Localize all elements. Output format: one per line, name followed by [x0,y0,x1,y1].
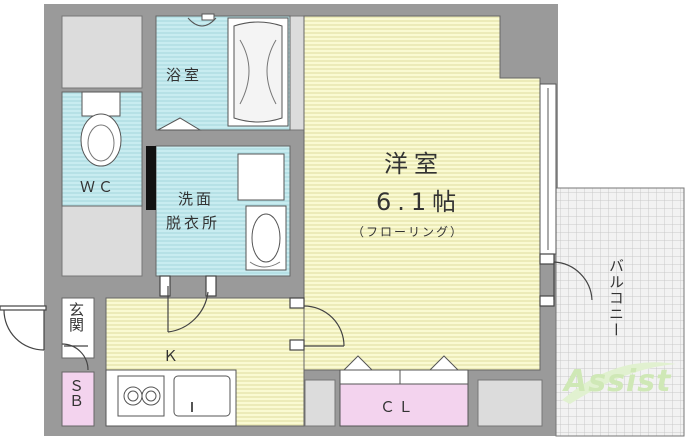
bath-label: 浴室 [166,66,203,84]
washing-machine-icon [237,153,285,201]
wc-label: ＷＣ [80,178,117,196]
logo-text: Assist [564,364,672,399]
sink-icon [173,375,231,417]
logo-swoosh-icon [562,362,676,404]
kitchen-label: Ｋ [163,347,182,365]
doors [0,253,593,371]
toilet-tank-icon [81,91,121,117]
balcony-label: バルコニー [607,258,625,338]
washroom-label-2: 脱衣所 [166,214,221,232]
western-room-floor-type: （フローリング） [352,225,465,239]
shaft-bottom-right [477,379,543,427]
closet-label: ＣＬ [380,398,417,416]
closet-floor [339,383,469,427]
shaft-top-left [61,15,143,89]
entrance-floor [61,297,95,359]
shoe-box [61,371,95,427]
stove-icon [117,375,165,417]
assist-logo: Assist [556,350,681,408]
shaft-mid-left [61,205,143,277]
western-room-size: 6.1帖 [376,188,463,216]
entrance-label: 玄関 [67,302,85,332]
shoe-box-label: ＳＢ [67,378,85,408]
western-room-name: 洋室 [384,150,444,178]
washroom-label-1: 洗面 [178,190,215,208]
